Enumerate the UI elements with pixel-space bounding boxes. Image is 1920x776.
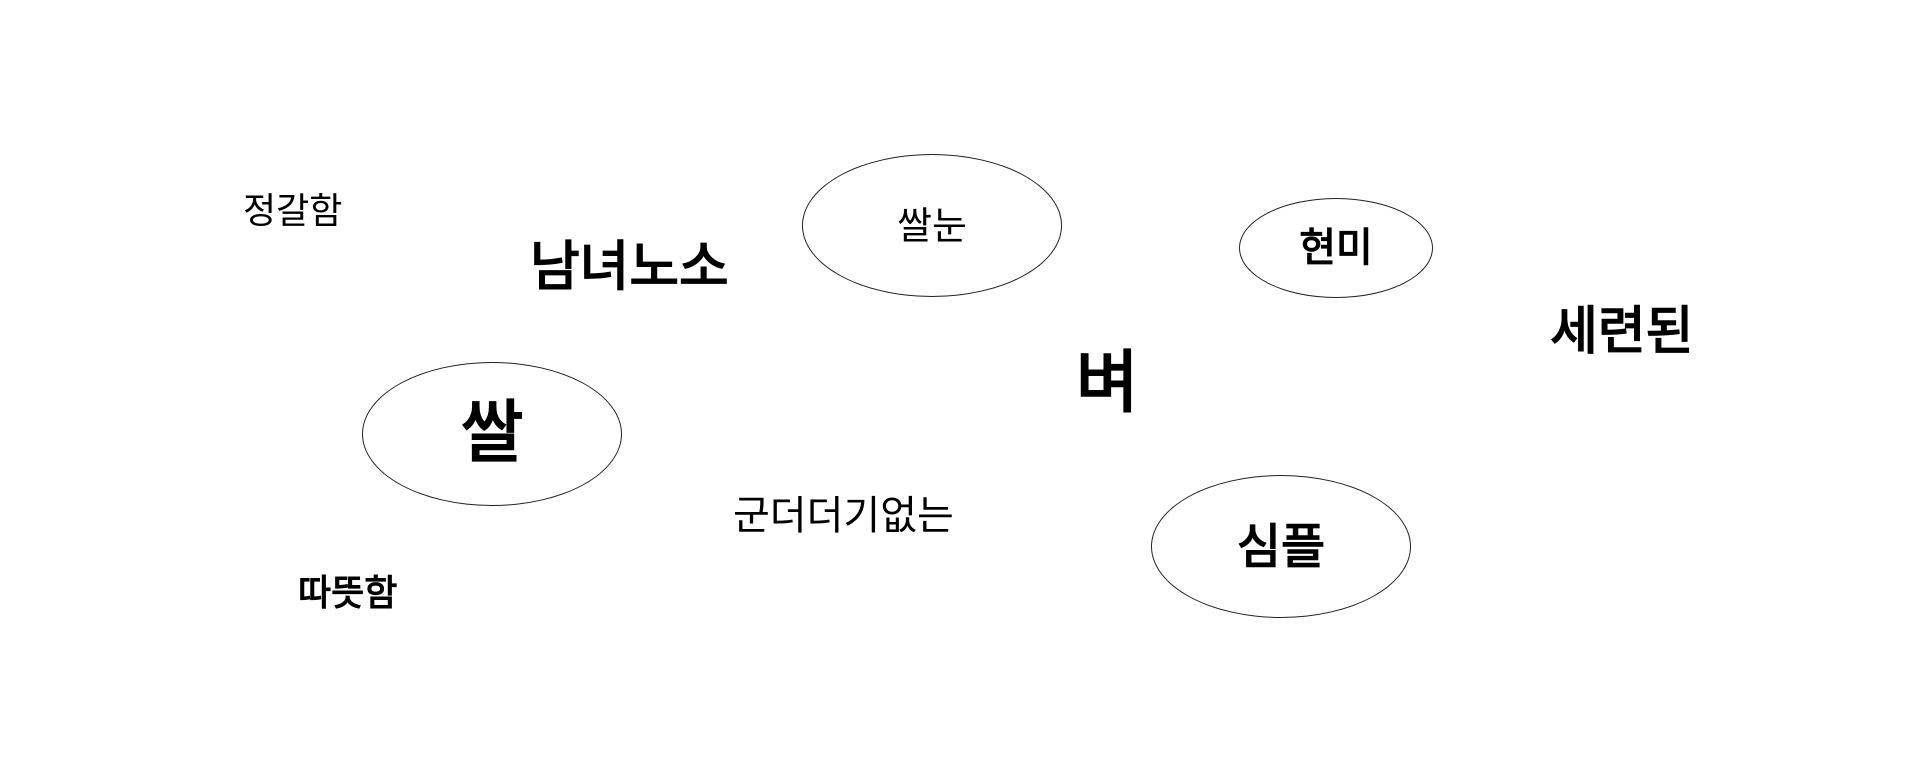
ellipse-ssal: 쌀 [362,362,622,506]
ellipse-label-ssal: 쌀 [460,394,524,473]
keyword-jeonggalham: 정갈함 [243,191,343,232]
ellipse-ssalnun: 쌀눈 [802,154,1062,297]
ellipse-simpeul: 심플 [1151,475,1411,618]
ellipse-label-ssalnun: 쌀눈 [897,203,967,248]
ellipse-label-hyeonmi: 현미 [1299,225,1373,271]
keyword-byeo: 벼 [1076,344,1139,423]
keyword-gundeodeogi-eomneun: 군더더기없는 [733,493,954,539]
keyword-seryeondoen: 세련된 [1550,302,1694,362]
ellipse-label-simpeul: 심플 [1236,518,1326,575]
ellipse-hyeonmi: 현미 [1239,198,1433,298]
keyword-namnyeonoso: 남녀노소 [530,235,729,298]
keyword-ttatteutham: 따뜻함 [298,573,398,614]
